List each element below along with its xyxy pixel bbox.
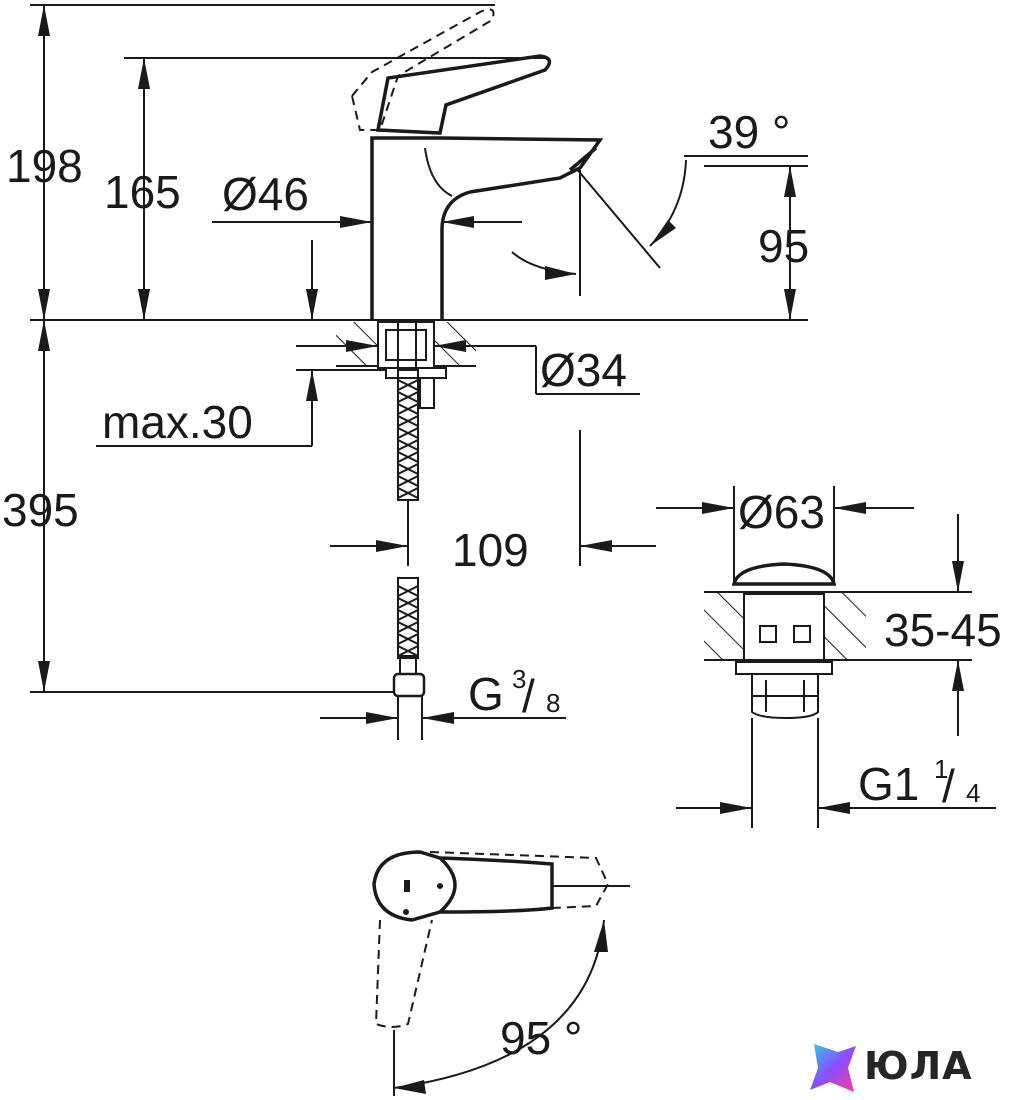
label-waste-range: 35-45 xyxy=(884,604,1002,656)
label-rotation-angle: 95 ° xyxy=(500,1012,582,1064)
label-waste-thread-slash: / xyxy=(942,760,955,812)
faucet-body xyxy=(30,8,808,321)
waste-valve xyxy=(656,486,996,828)
top-view xyxy=(372,850,630,1096)
label-aerator-height: 95 xyxy=(758,220,809,272)
label-hose-thread-main: G xyxy=(468,668,504,720)
label-hose-length: 395 xyxy=(2,484,79,536)
youla-logo-text: ЮЛА xyxy=(864,1044,973,1088)
label-total-height: 198 xyxy=(6,140,83,192)
label-hose-thread-slash: / xyxy=(522,670,535,722)
label-projection: 109 xyxy=(452,524,529,576)
label-waste-thread-den: 4 xyxy=(966,778,980,808)
label-hose-thread-num: 3 xyxy=(512,664,526,694)
label-lever-angle: 39 ° xyxy=(708,106,790,158)
dimension-lines-left xyxy=(30,4,656,724)
label-hose-thread-den: 8 xyxy=(546,688,560,718)
label-spout-height: 165 xyxy=(104,166,181,218)
label-hole-diameter: Ø34 xyxy=(540,344,627,396)
youla-logo: ЮЛА xyxy=(808,1040,1014,1096)
label-waste-diameter: Ø63 xyxy=(738,486,825,538)
label-waste-thread-num: 1 xyxy=(934,754,948,784)
label-body-diameter: Ø46 xyxy=(222,168,309,220)
label-waste-thread-main: G1 xyxy=(858,758,919,810)
label-deck-thickness: max.30 xyxy=(102,396,253,448)
dimension-lines-right xyxy=(511,155,808,320)
youla-logo-icon xyxy=(810,1044,856,1092)
